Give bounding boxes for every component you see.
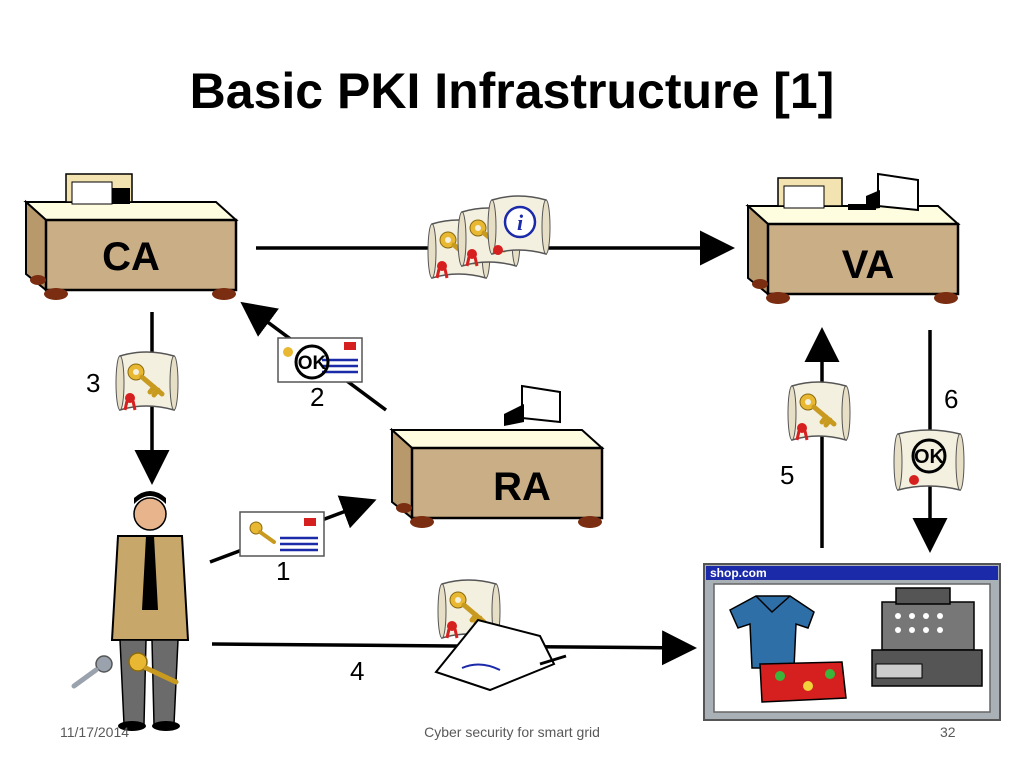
shirt-icon <box>729 595 847 703</box>
ok-request-card: OK <box>277 337 363 383</box>
ok-seal-icon <box>892 428 966 492</box>
step-label-6: 6 <box>944 384 958 414</box>
ra-desk: RA <box>390 384 604 530</box>
certificate-stack: i <box>428 195 551 278</box>
ra-label: RA <box>493 465 551 509</box>
envelope-icon <box>238 510 326 558</box>
certificate-scroll-icon <box>116 352 178 410</box>
monitor-icon <box>848 172 919 212</box>
certificate-scroll-icon <box>788 382 850 440</box>
ca-desk: CA <box>24 173 238 302</box>
ca-label: CA <box>102 235 160 279</box>
shop-window: shop.com <box>703 563 1001 721</box>
footer-date: 11/17/2014 <box>60 724 130 740</box>
svg-text:OK: OK <box>298 353 327 374</box>
key-icon <box>71 652 179 689</box>
svg-text:i: i <box>517 210 524 235</box>
va-desk: VA <box>746 172 960 306</box>
info-certificate: i <box>487 195 551 256</box>
ok-seal-icon: OK <box>294 344 330 380</box>
slide-title: Basic PKI Infrastructure [1] <box>189 63 835 119</box>
step-label-4: 4 <box>350 656 364 686</box>
signed-certificate <box>434 580 567 692</box>
arrow-user-to-shop <box>211 630 697 666</box>
step-label-2: 2 <box>310 382 324 412</box>
monitor-icon <box>504 384 561 426</box>
footer-caption: Cyber security for smart grid <box>424 724 600 740</box>
info-icon: i <box>503 205 537 239</box>
cash-register-icon <box>871 587 983 687</box>
step-label-3: 3 <box>86 368 100 398</box>
footer-page-number: 32 <box>940 724 956 740</box>
folder-icon <box>65 173 133 205</box>
va-label: VA <box>842 243 895 287</box>
step-label-1: 1 <box>276 556 290 586</box>
folder-icon <box>777 177 843 209</box>
website-title: shop.com <box>710 566 767 580</box>
person-icon <box>71 491 190 731</box>
step-label-5: 5 <box>780 460 794 490</box>
